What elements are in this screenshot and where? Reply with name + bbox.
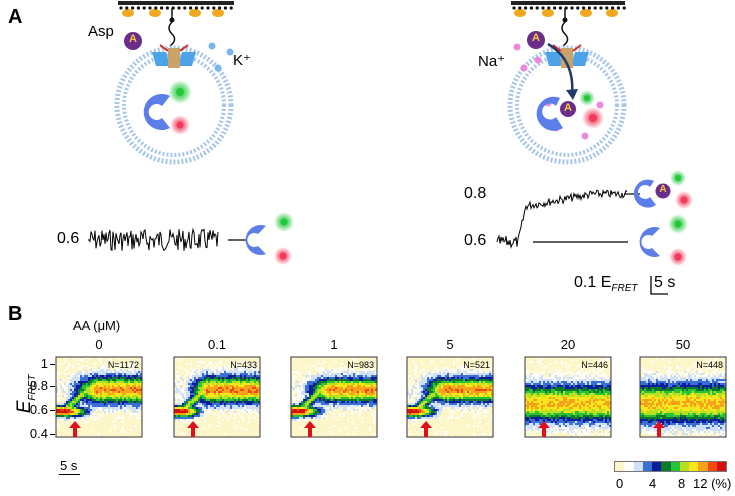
colorbar-swatch (633, 462, 643, 471)
panel-a-letter: A (8, 6, 23, 28)
arrow-up-icon (419, 420, 433, 438)
asp-label: Asp (88, 23, 114, 40)
left-transporter (152, 44, 196, 68)
colorbar-swatch (689, 462, 699, 471)
scalebar-y-label: 0.1 EFRET (574, 274, 638, 295)
y-tick: 0.6 (29, 402, 48, 417)
y-tick-mark (50, 364, 55, 365)
unbound-complex (639, 214, 688, 266)
heatmap-1 (173, 356, 261, 438)
colorbar (614, 461, 727, 472)
heatmap-concentration: 0 (95, 337, 103, 352)
complex-a-letter: A (659, 184, 667, 195)
bound-complex (633, 170, 693, 209)
heatmap-concentration: 20 (560, 337, 576, 352)
left-tether (168, 8, 176, 47)
scale-bar (650, 276, 668, 295)
right-surface (511, 1, 626, 17)
left-a-letter: A (129, 33, 137, 45)
colorbar-tick-8: 8 (678, 476, 686, 491)
arrow-up-icon (303, 420, 317, 438)
transport-arrow (547, 42, 574, 96)
left-trace-sensor (245, 212, 294, 265)
colorbar-tick-12: 12 (%) (693, 476, 732, 491)
heatmap-2 (290, 356, 378, 438)
heatmap-n-count: N=983 (347, 360, 374, 370)
colorbar-swatch (698, 462, 708, 471)
y-tick: 0.4 (29, 426, 48, 441)
colorbar-swatch (716, 462, 726, 471)
heatmap-5 (639, 356, 727, 438)
heatmap-3 (406, 356, 494, 438)
heatmap-n-count: N=448 (696, 360, 723, 370)
right-tether (561, 8, 569, 47)
scalebar-x-label: 5 s (654, 274, 676, 291)
heatmap-concentration: 5 (446, 337, 454, 352)
y-tick-mark (50, 410, 55, 411)
heatmap-4 (524, 356, 612, 438)
time-scalebar-label: 5 s (60, 458, 78, 473)
na-ion-label: Na⁺ (478, 53, 506, 70)
left-surface (118, 1, 234, 17)
k-ion-label: K⁺ (233, 52, 251, 69)
left-sensor (143, 80, 192, 135)
colorbar-swatch (615, 462, 625, 471)
right-sensor (536, 90, 604, 131)
right-a-badge (527, 31, 545, 49)
heatmap-n-count: N=1172 (107, 360, 139, 370)
colorbar-tick-0: 0 (616, 476, 624, 491)
colorbar-tick-4: 4 (649, 476, 657, 491)
low-level-label: 0.6 (464, 232, 487, 249)
arrow-up-icon (537, 420, 551, 438)
heatmap-n-count: N=446 (581, 360, 608, 370)
left-k-ions (208, 42, 234, 72)
y-tick: 0.8 (29, 378, 48, 393)
heatmap-concentration: 0.1 (207, 337, 227, 352)
left-level-label: 0.6 (57, 230, 80, 247)
panel-b-letter: B (8, 303, 23, 325)
colorbar-swatch (679, 462, 689, 471)
inner-a-letter: A (564, 102, 572, 114)
arrow-up-icon (68, 420, 82, 438)
concentration-header: AA (μM) (73, 318, 121, 333)
high-level-label: 0.8 (464, 185, 487, 202)
heatmap-n-count: N=521 (463, 360, 490, 370)
y-tick-mark (50, 434, 55, 435)
right-transporter (545, 44, 589, 68)
arrow-up-icon (186, 420, 200, 438)
colorbar-swatch (707, 462, 717, 471)
heatmap-n-count: N=433 (230, 360, 257, 370)
time-scalebar (59, 474, 80, 475)
colorbar-swatch (661, 462, 671, 471)
heatmap-concentration: 1 (330, 337, 338, 352)
colorbar-swatch (642, 462, 652, 471)
y-tick: 1 (40, 356, 48, 371)
colorbar-swatch (670, 462, 680, 471)
heatmap-concentration: 50 (675, 337, 691, 352)
left-a-badge (124, 32, 142, 50)
colorbar-swatch (652, 462, 662, 471)
heatmap-0 (55, 356, 143, 438)
colorbar-swatch (624, 462, 634, 471)
right-trace (496, 188, 628, 250)
right-a-letter: A (532, 32, 540, 44)
left-trace (87, 227, 219, 252)
y-tick-mark (50, 386, 55, 387)
arrow-up-icon (652, 420, 666, 438)
